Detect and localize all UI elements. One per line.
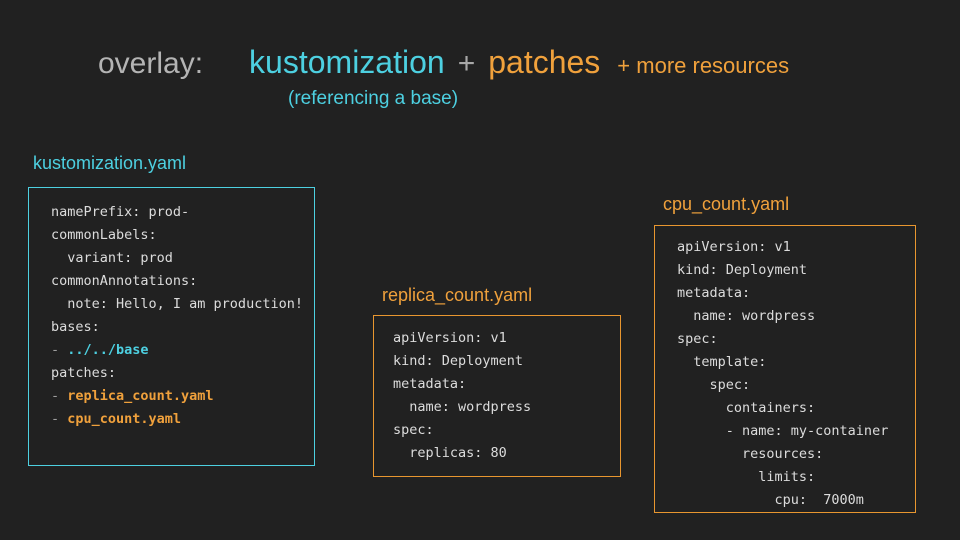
kustomization-yaml-box: namePrefix: prod-commonLabels: variant: … <box>28 187 315 466</box>
replica-count-yaml-label: replica_count.yaml <box>382 285 533 305</box>
slide-title: overlay: kustomization + patches + more … <box>98 44 789 81</box>
kustomization-yaml-code: namePrefix: prod-commonLabels: variant: … <box>51 204 303 427</box>
title-more-resources-text: + more resources <box>617 53 790 78</box>
cpu-count-yaml-label: cpu_count.yaml <box>663 194 790 214</box>
title-overlay-text: overlay: <box>98 47 204 80</box>
title-plus-sign: + <box>457 47 476 80</box>
title-patches-text: patches <box>488 44 601 80</box>
title-subtitle: (referencing a base) <box>288 88 459 109</box>
kustomization-yaml-label: kustomization.yaml <box>33 153 187 173</box>
title-kustomization-text: kustomization <box>249 44 445 80</box>
